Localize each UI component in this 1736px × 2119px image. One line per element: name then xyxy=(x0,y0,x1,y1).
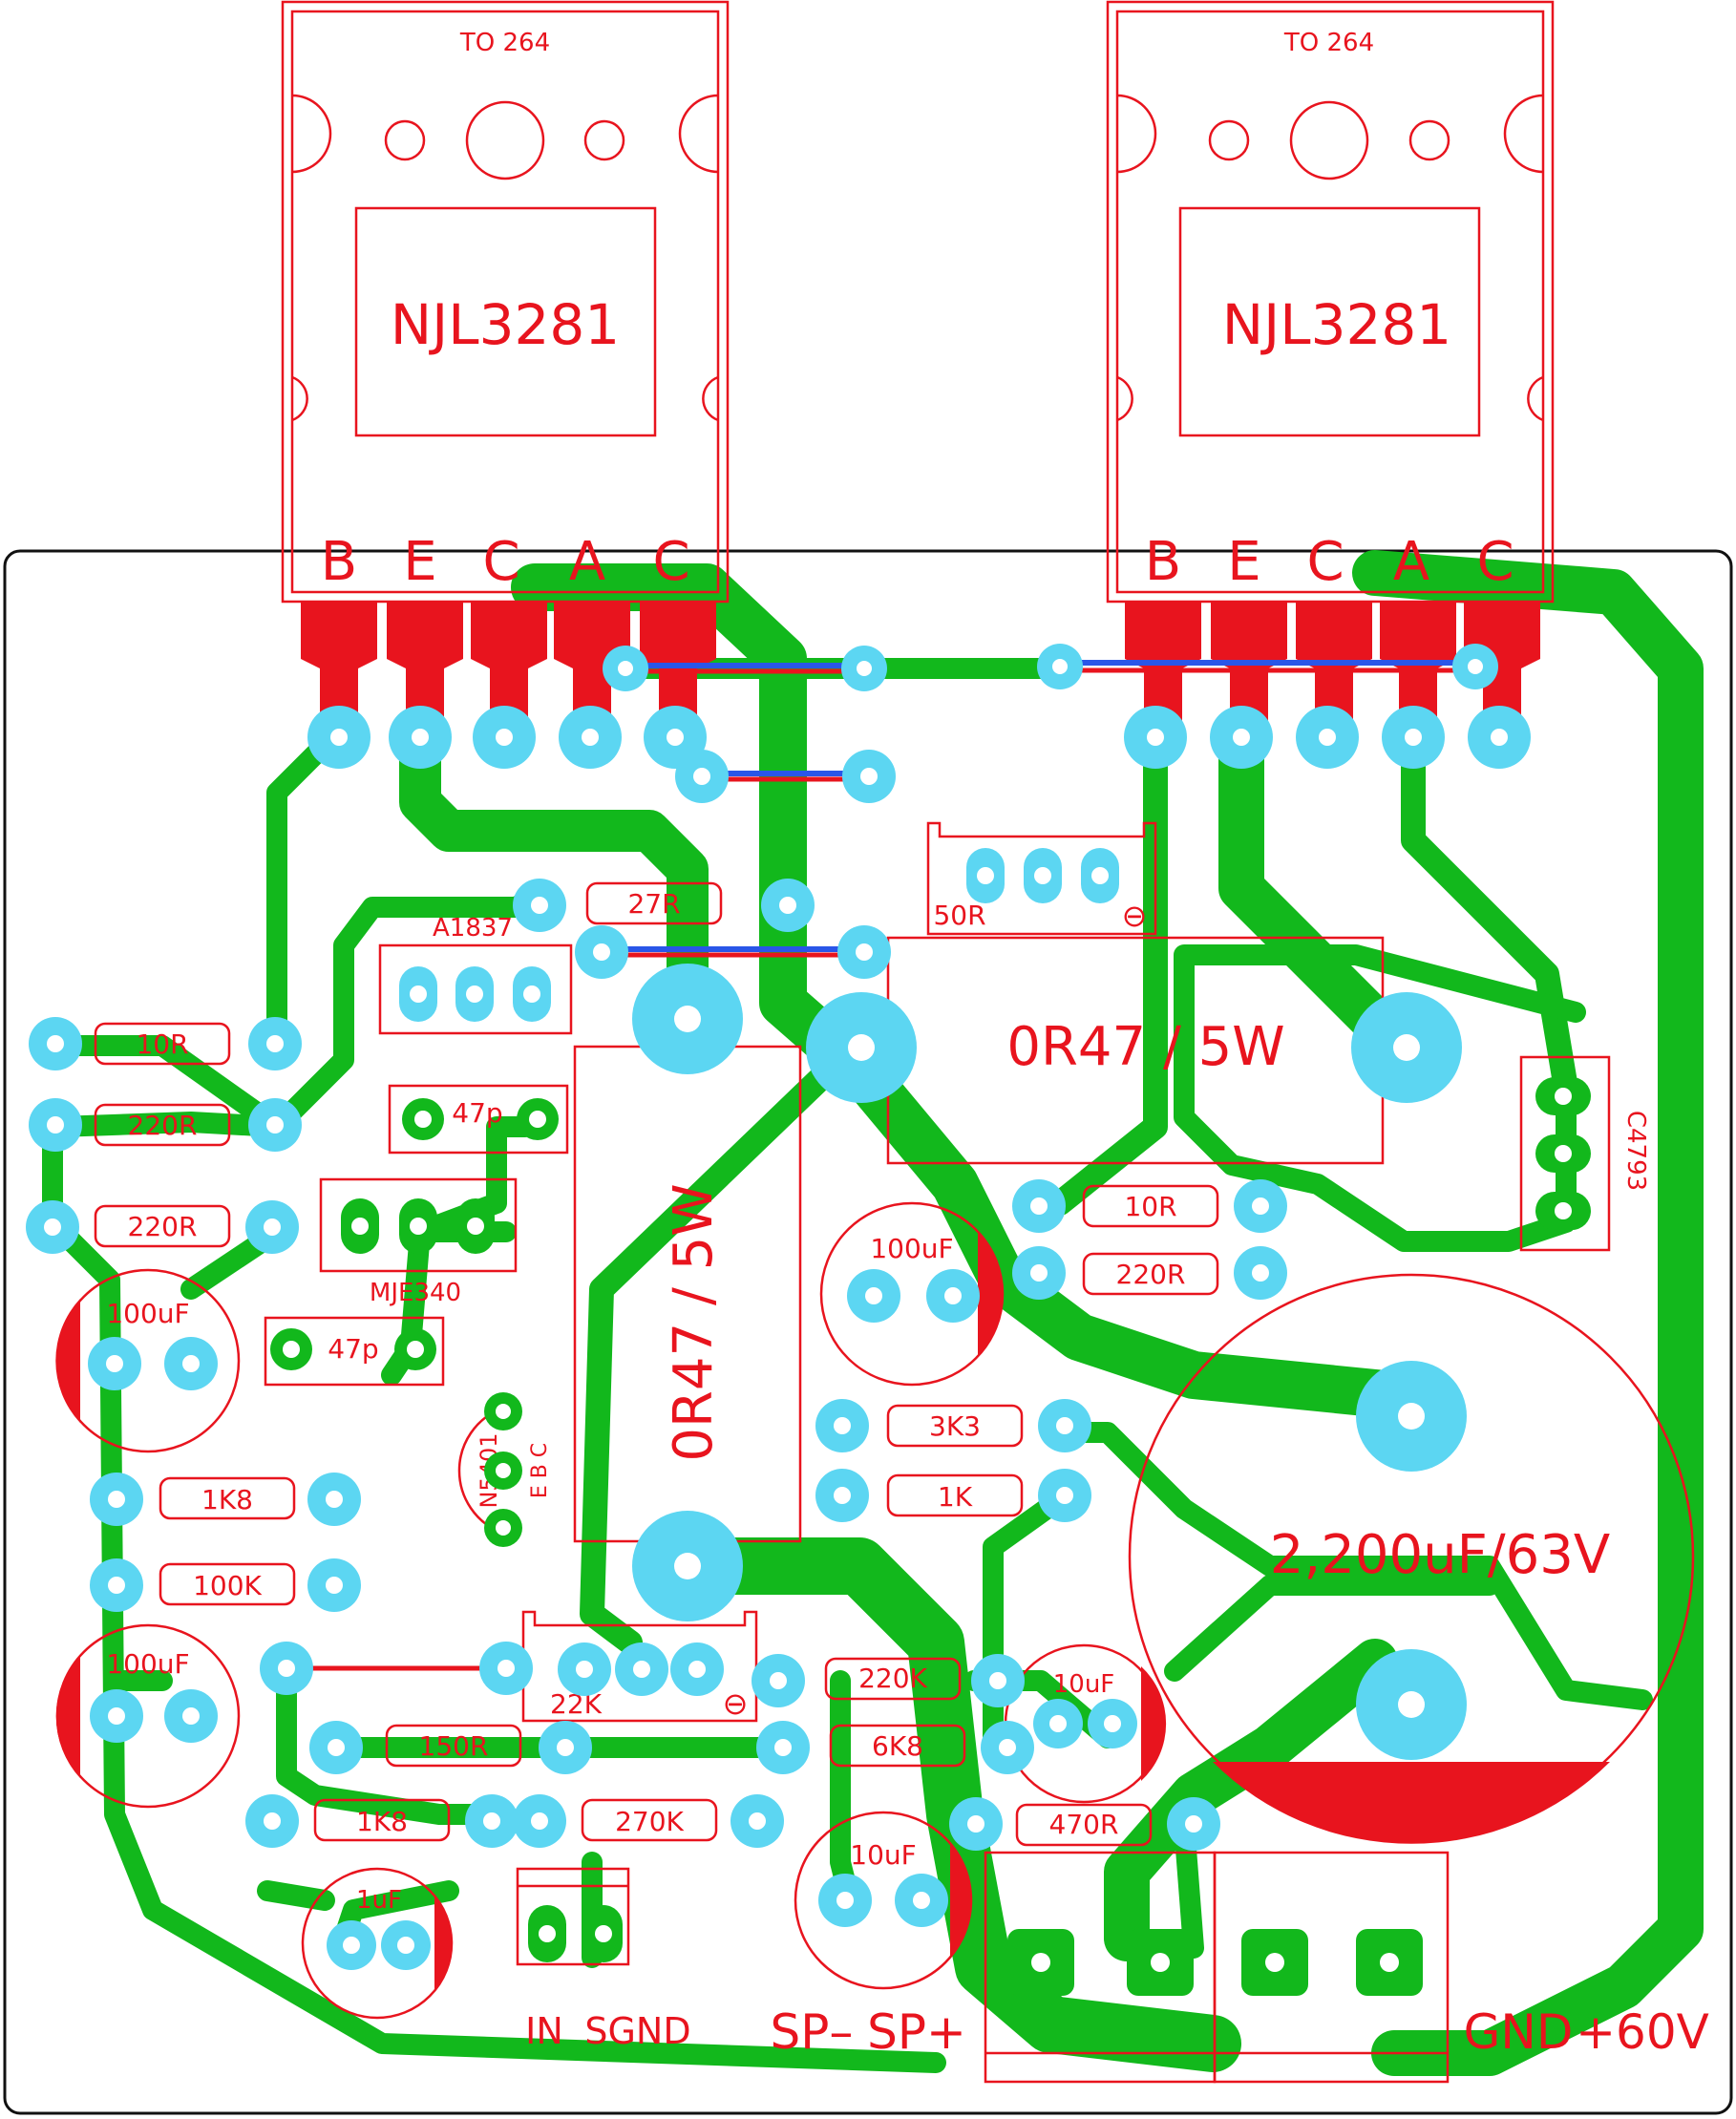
label-a1837: A1837 xyxy=(433,914,513,943)
label-gnd: GND xyxy=(1464,2004,1574,2060)
label-220r-left-1: 220R xyxy=(128,1110,198,1141)
board-outline xyxy=(3,549,1733,2115)
label-mje340: MJE340 xyxy=(370,1279,461,1307)
label-27r: 27R xyxy=(627,888,680,920)
transistor-right-package: TO 264 xyxy=(1283,29,1374,57)
transistor-right-part: NJL3281 xyxy=(1222,292,1451,357)
label-10r-right: 10R xyxy=(1124,1191,1176,1222)
label-100uf-bottom-left: 100uF xyxy=(106,1648,189,1680)
label-47p-1: 47p xyxy=(452,1097,502,1129)
label-or47-v: 0R47 / 5W xyxy=(663,1183,725,1461)
label-3k3: 3K3 xyxy=(929,1410,981,1442)
label-47p-2: 47p xyxy=(328,1333,378,1365)
label-10uf-bottom: 10uF xyxy=(850,1839,916,1871)
label-100uf-left: 100uF xyxy=(106,1298,189,1329)
transistor-right-pin-a: A xyxy=(1393,531,1429,593)
label-c4793: C4793 xyxy=(1621,1111,1650,1191)
transistor-right-pin-e: E xyxy=(1227,531,1260,593)
label-220r-left-2: 220R xyxy=(128,1211,198,1242)
transistor-right-pin-c1: C xyxy=(1306,531,1344,593)
label-470r: 470R xyxy=(1049,1809,1119,1840)
transistor-left-pin-e: E xyxy=(403,531,436,593)
label-100uf-center: 100uF xyxy=(870,1233,953,1264)
transistor-right-pin-c2: C xyxy=(1476,531,1514,593)
label-220r-right: 220R xyxy=(1116,1259,1186,1290)
label-1k: 1K xyxy=(938,1481,973,1513)
label-6k8: 6K8 xyxy=(872,1730,923,1762)
jumpers xyxy=(286,660,1475,1671)
label-10uf-right: 10uF xyxy=(1053,1670,1115,1699)
label-270k: 270K xyxy=(615,1806,684,1837)
label-50r: 50R xyxy=(933,900,985,931)
transistor-left-part: NJL3281 xyxy=(391,292,620,357)
label-220k: 220K xyxy=(858,1663,927,1694)
label-or47-h: 0R47 / 5W xyxy=(1006,1016,1284,1078)
label-1k8-1: 1K8 xyxy=(201,1484,253,1515)
transistor-left-pin-a: A xyxy=(569,531,605,593)
label-100k: 100K xyxy=(193,1570,262,1601)
label-sp-minus: SP– xyxy=(771,2004,854,2060)
transistor-left-package: TO 264 xyxy=(459,29,550,57)
label-2200uf: 2,200uF/63V xyxy=(1270,1524,1610,1586)
label-150r: 150R xyxy=(419,1730,489,1762)
label-1k8-2: 1K8 xyxy=(356,1806,408,1837)
label-50r-mark: ⊖ xyxy=(1122,898,1148,934)
transistor-left-pin-b: B xyxy=(321,531,357,593)
label-sgnd: SGND xyxy=(584,2010,690,2052)
transistor-right-pin-b: B xyxy=(1145,531,1181,593)
transistor-right: TO 264 NJL3281 B E C A C xyxy=(1106,0,1555,726)
transistor-left-pin-c2: C xyxy=(652,531,689,593)
label-plus60v: +60V xyxy=(1576,2004,1709,2060)
label-22k-mark: ⊖ xyxy=(723,1685,749,1722)
silkscreen-components: A1837 27R 50R ⊖ 0R47 / 5W 0R47 / 5W 10R … xyxy=(55,821,1709,2084)
label-10r-left: 10R xyxy=(136,1028,188,1060)
label-1uf: 1uF xyxy=(356,1886,402,1915)
label-n5401-pins: E B C xyxy=(528,1443,552,1498)
label-sp-plus: SP+ xyxy=(867,2004,966,2060)
transistor-left-pin-c1: C xyxy=(482,531,519,593)
label-in: IN xyxy=(525,2010,563,2052)
pads xyxy=(26,644,1591,1996)
transistor-left: TO 264 NJL3281 B E C A C xyxy=(281,0,730,726)
